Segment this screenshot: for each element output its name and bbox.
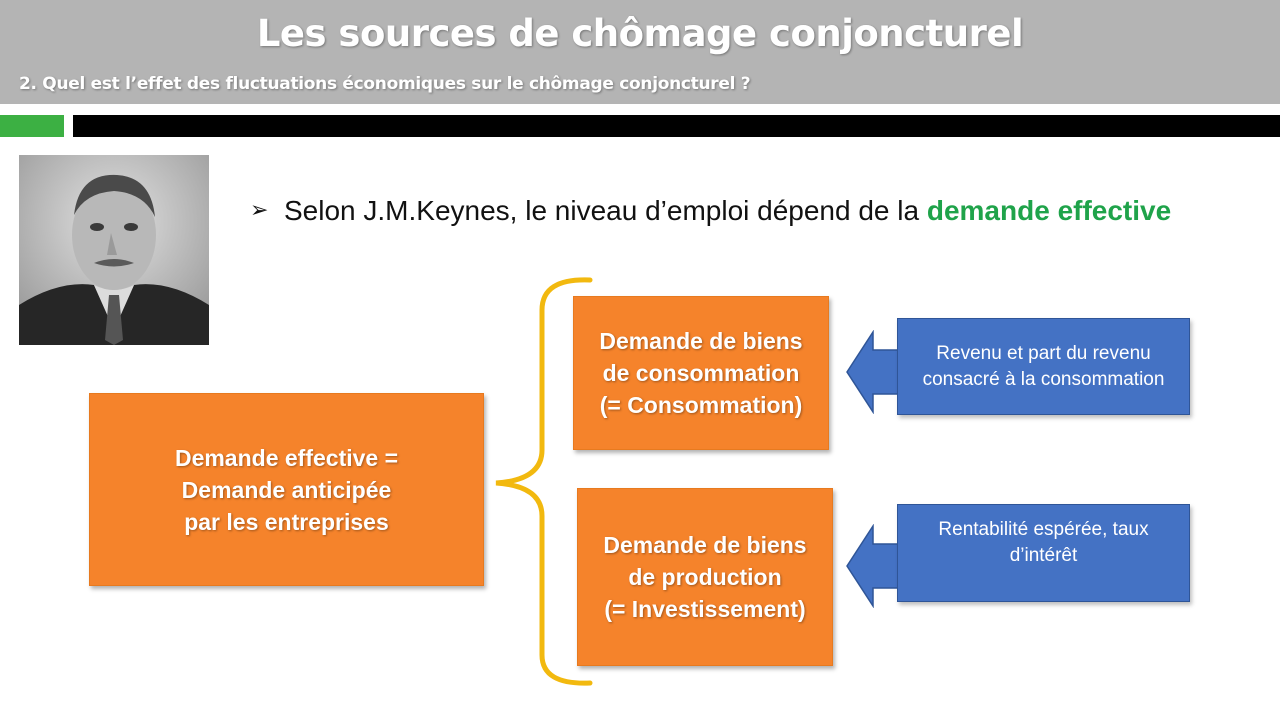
production-line3: (= Investissement) [603, 593, 806, 625]
consumption-line2: de consommation [599, 357, 802, 389]
consumption-factor-box: Revenu et part du revenu consacré à la c… [897, 318, 1190, 415]
slide-subtitle: 2. Quel est l’effet des fluctuations éco… [19, 74, 750, 94]
consumption-line3: (= Consommation) [599, 389, 802, 421]
bullet-text-plain: Selon J.M.Keynes, le niveau d’emploi dép… [284, 195, 927, 226]
main-demand-line1: Demande effective = [175, 442, 398, 474]
main-demand-box: Demande effective = Demande anticipée pa… [89, 393, 484, 586]
production-line2: de production [603, 561, 806, 593]
main-demand-line3: par les entreprises [175, 506, 398, 538]
accent-bar-green [0, 115, 64, 137]
production-factor-box: Rentabilité espérée, taux d’intérêt [897, 504, 1190, 602]
consumption-factor-line1: Revenu et part du revenu [923, 341, 1165, 367]
bullet-arrow-icon: ➢ [250, 192, 268, 230]
main-demand-line2: Demande anticipée [175, 474, 398, 506]
bullet-text-highlight: demande effective [927, 195, 1171, 226]
bullet-statement: ➢ Selon J.M.Keynes, le niveau d’emploi d… [250, 192, 1210, 230]
consumption-line1: Demande de biens [599, 325, 802, 357]
bullet-text: Selon J.M.Keynes, le niveau d’emploi dép… [284, 192, 1210, 230]
portrait-photo [19, 155, 209, 345]
consumption-demand-box: Demande de biens de consommation (= Cons… [573, 296, 829, 450]
slide-header: Les sources de chômage conjoncturel 2. Q… [0, 0, 1280, 104]
left-arrow-icon [845, 524, 905, 608]
production-demand-box: Demande de biens de production (= Invest… [577, 488, 833, 666]
production-line1: Demande de biens [603, 529, 806, 561]
left-arrow-icon [845, 330, 905, 414]
production-factor-line1: Rentabilité espérée, taux [938, 517, 1148, 543]
consumption-factor-line2: consacré à la consommation [923, 367, 1165, 393]
slide-title: Les sources de chômage conjoncturel [0, 12, 1280, 55]
accent-bar-black [73, 115, 1280, 137]
production-factor-line2: d’intérêt [938, 543, 1148, 569]
